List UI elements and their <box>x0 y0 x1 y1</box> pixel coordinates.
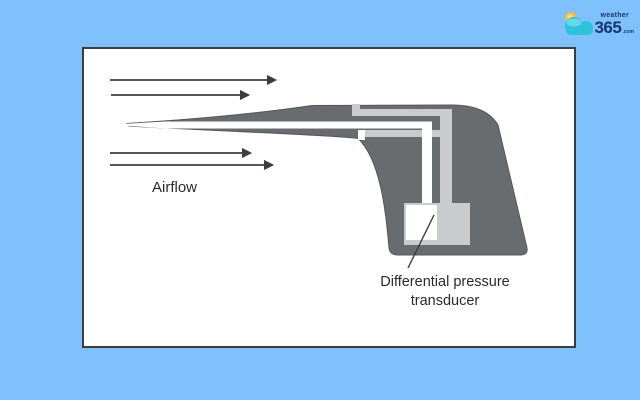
static-port-opening <box>358 130 365 140</box>
airflow-label: Airflow <box>152 179 198 196</box>
pitot-tube-diagram <box>110 74 528 269</box>
transducer-chamber <box>406 205 437 240</box>
static-pressure-channel <box>352 104 452 209</box>
transducer-label: Differential pressure transducer <box>380 274 510 309</box>
pointer-line <box>407 214 435 269</box>
logo-brand-number: 365 <box>594 18 622 37</box>
logo-brand-top: weather <box>600 12 630 19</box>
weather365-logo: weather 365 .com <box>557 8 634 40</box>
airflow-arrows <box>110 74 278 171</box>
logo-brand-suffix: .com <box>622 29 634 35</box>
cloud-sun-icon <box>565 12 594 35</box>
diagram-panel: Airflow Differential pressure transducer <box>82 47 576 348</box>
